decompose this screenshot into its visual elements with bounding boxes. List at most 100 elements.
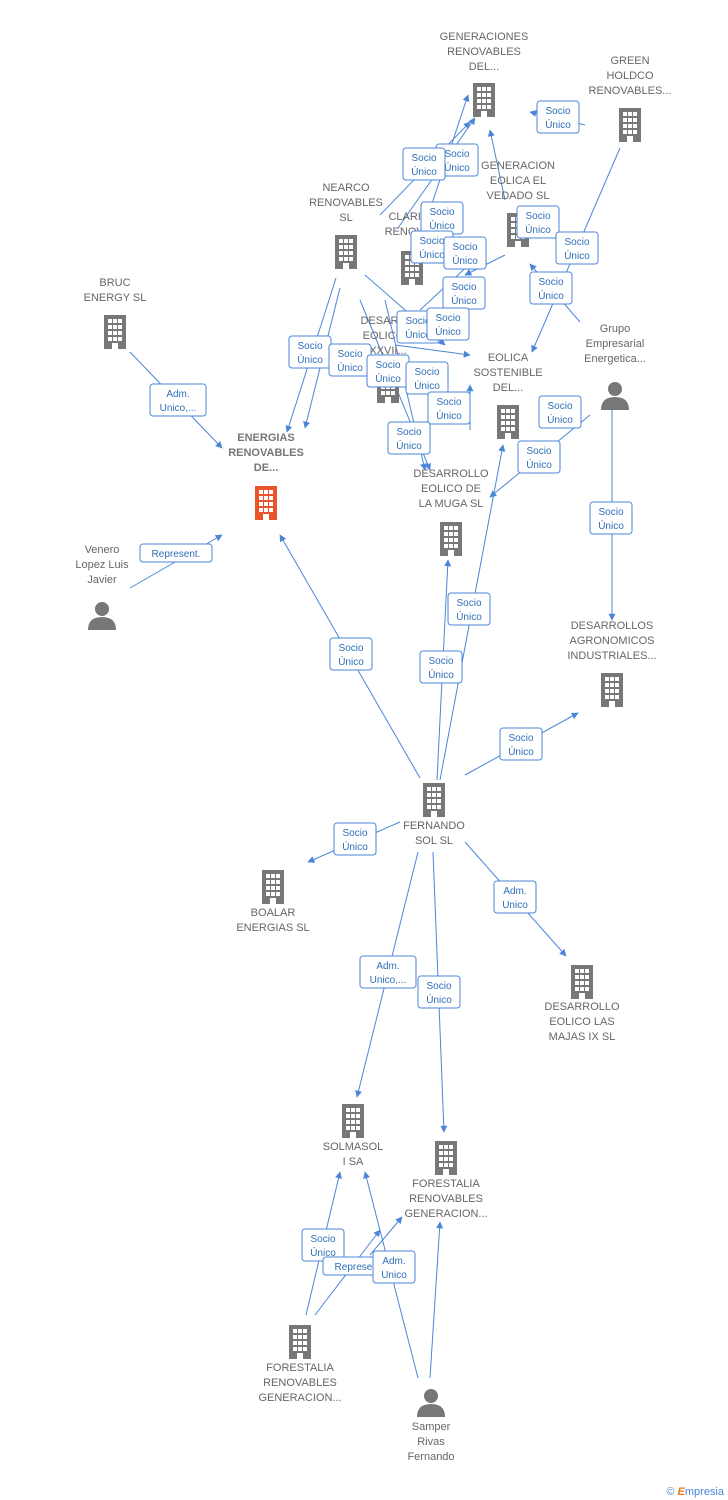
node-eolica-sostenible[interactable]: EOLICASOSTENIBLEDEL... — [473, 352, 543, 439]
badge-label: Socio — [598, 507, 623, 518]
badge-label: Único — [426, 993, 452, 1006]
node-grupo[interactable]: GrupoEmpresarialEnergetica... — [584, 323, 646, 410]
badge-box — [359, 955, 417, 989]
badge-label: Socio — [564, 237, 589, 248]
badge-label: Socio — [310, 1234, 335, 1245]
relation-edge — [429, 1221, 444, 1379]
badge-label: Único — [414, 379, 440, 392]
badge-label: Socio — [338, 643, 363, 654]
badge-label: Único — [451, 294, 477, 307]
badge-layer: SocioÚnicoSocioÚnicoSocioÚnicoSocioÚnico… — [139, 100, 633, 1284]
node-forestalia2[interactable]: FORESTALIARENOVABLESGENERACION... — [258, 1325, 342, 1404]
badge-label: Único — [564, 249, 590, 262]
badge-box — [402, 147, 446, 181]
badge-label: Único — [338, 655, 364, 668]
badge-label: Socio — [525, 211, 550, 222]
badge-label: Único — [525, 223, 551, 236]
badge-label: Único — [419, 248, 445, 261]
node-generaciones[interactable]: GENERACIONESRENOVABLESDEL... — [440, 31, 529, 117]
badge-box — [447, 592, 491, 626]
badge-label: Socio — [426, 981, 451, 992]
node-label: NEARCO — [322, 182, 370, 194]
node-agronomicos[interactable]: DESARROLLOSAGRONOMICOSINDUSTRIALES... — [567, 620, 657, 707]
node-label: Energetica... — [584, 353, 646, 365]
node-label: DEL... — [469, 61, 500, 73]
node-label: Grupo — [600, 323, 631, 335]
relation-badge[interactable]: Represent. — [139, 543, 213, 563]
badge-label: Único — [598, 519, 624, 532]
relation-badge[interactable]: Adm.Unico,... — [359, 955, 417, 989]
badge-label: Único — [435, 325, 461, 338]
node-green[interactable]: GREENHOLDCORENOVABLES... — [589, 55, 672, 142]
badge-box — [329, 637, 373, 671]
badge-label: Socio — [452, 242, 477, 253]
brand-initial: E — [677, 1486, 685, 1498]
node-label: Javier — [87, 574, 117, 586]
node-label: RENOVABLES — [228, 447, 304, 459]
node-label: DESARROLLO — [413, 468, 489, 480]
node-forestalia1[interactable]: FORESTALIARENOVABLESGENERACION... — [404, 1141, 488, 1220]
node-energias[interactable]: ENERGIASRENOVABLESDE... — [228, 432, 304, 520]
badge-label: Socio — [414, 367, 439, 378]
node-label: EOLICO DE — [421, 483, 481, 495]
node-label: GENERACION... — [258, 1392, 341, 1404]
badge-label: Único — [547, 413, 573, 426]
badge-label: Unico,... — [370, 975, 407, 986]
building-icon — [104, 315, 126, 349]
relation-badge[interactable]: Adm.Unico — [493, 880, 537, 914]
relation-badge[interactable]: Adm.Unico — [372, 1250, 416, 1284]
relation-badge[interactable]: Adm.Unico,... — [149, 383, 207, 417]
badge-label: Único — [436, 409, 462, 422]
badge-box — [536, 100, 580, 134]
building-icon — [262, 870, 284, 904]
badge-label: Único — [456, 610, 482, 623]
badge-box — [589, 501, 633, 535]
badge-label: Socio — [547, 401, 572, 412]
brand-name: mpresia — [684, 1486, 724, 1498]
badge-box — [555, 231, 599, 265]
relation-edge — [369, 1216, 403, 1256]
building-icon — [601, 673, 623, 707]
building-icon — [571, 965, 593, 999]
badge-label: Adm. — [382, 1256, 405, 1267]
building-icon — [342, 1104, 364, 1138]
badge-box — [443, 236, 487, 270]
